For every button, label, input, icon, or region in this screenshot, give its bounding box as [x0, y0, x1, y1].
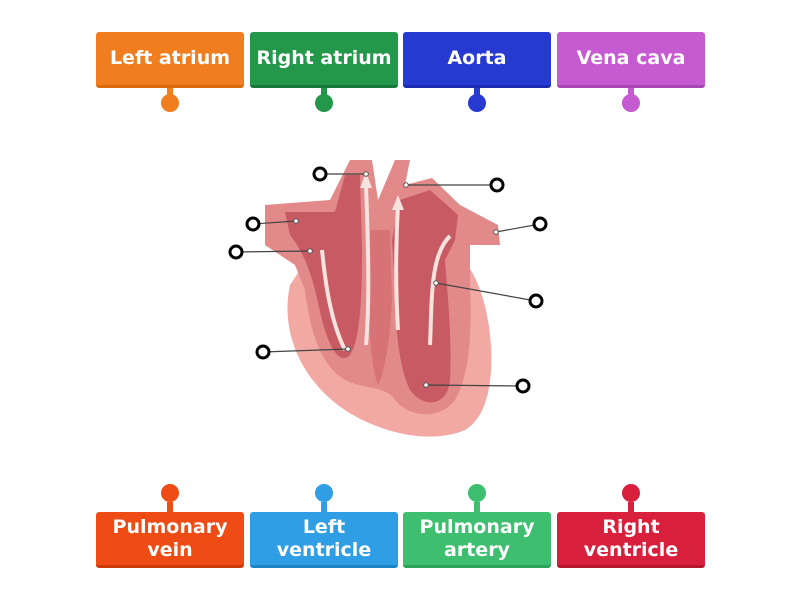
flow-arrow-left — [320, 184, 371, 351]
label-tile-pin[interactable] — [468, 484, 486, 502]
label-tile-stem — [321, 502, 327, 512]
leader-line — [435, 282, 537, 302]
drop-target-7[interactable] — [255, 344, 271, 360]
drop-target-3[interactable] — [245, 216, 261, 232]
leader-endpoint — [345, 346, 351, 352]
label-tile-text: Vena cava — [576, 47, 686, 69]
label-tile-text: Aorta — [447, 47, 507, 69]
label-tile[interactable]: Right atrium — [250, 32, 398, 88]
label-tile[interactable]: Vena cava — [557, 32, 705, 88]
drop-target-6[interactable] — [528, 293, 544, 309]
heart-septum — [368, 230, 392, 385]
leader-endpoint — [363, 171, 369, 177]
drop-target-8[interactable] — [515, 378, 531, 394]
label-tile-stem — [628, 88, 634, 98]
drop-target-2[interactable] — [489, 177, 505, 193]
flow-arrowhead-2 — [392, 195, 404, 210]
leader-endpoint — [423, 382, 429, 388]
label-tile-pin[interactable] — [468, 94, 486, 112]
label-tile-pin[interactable] — [622, 484, 640, 502]
label-tile-text: Pulmonary vein — [112, 515, 228, 561]
leader-endpoint — [293, 218, 299, 224]
drop-target-4[interactable] — [532, 216, 548, 232]
leader-line — [235, 250, 311, 253]
label-tile[interactable]: Aorta — [403, 32, 551, 88]
label-tile-text: Pulmonary artery — [419, 515, 535, 561]
heart-chamber-right — [392, 190, 458, 403]
drop-target-5[interactable] — [228, 244, 244, 260]
label-tile-pin[interactable] — [315, 94, 333, 112]
label-tile-pin[interactable] — [622, 94, 640, 112]
label-tile[interactable]: Left atrium — [96, 32, 244, 88]
flow-arrowhead-1 — [360, 172, 372, 188]
drop-target-1[interactable] — [312, 166, 328, 182]
label-tile[interactable]: Left ventricle — [250, 512, 398, 568]
label-tile-text: Right ventricle — [583, 515, 679, 561]
leader-endpoint — [433, 280, 439, 286]
leader-line — [262, 348, 349, 353]
label-tile-pin[interactable] — [161, 94, 179, 112]
label-tile-stem — [474, 88, 480, 98]
leader-line — [425, 384, 524, 387]
label-tile[interactable]: Pulmonary artery — [403, 512, 551, 568]
label-tile-pin[interactable] — [315, 484, 333, 502]
label-tile-stem — [167, 88, 173, 98]
flow-arrow-right — [394, 204, 452, 346]
label-tile-stem — [628, 502, 634, 512]
label-tile-pin[interactable] — [161, 484, 179, 502]
label-tile-stem — [321, 88, 327, 98]
label-tile-text: Left ventricle — [276, 515, 372, 561]
label-tile[interactable]: Right ventricle — [557, 512, 705, 568]
leader-endpoint — [307, 248, 313, 254]
label-tile-stem — [474, 502, 480, 512]
drop-targets[interactable] — [228, 166, 548, 394]
leader-endpoint — [493, 229, 499, 235]
label-tile[interactable]: Pulmonary vein — [96, 512, 244, 568]
leader-endpoint — [403, 182, 409, 188]
label-tile-text: Right atrium — [256, 47, 392, 69]
label-tile-stem — [167, 502, 173, 512]
label-tile-text: Left atrium — [109, 47, 231, 69]
